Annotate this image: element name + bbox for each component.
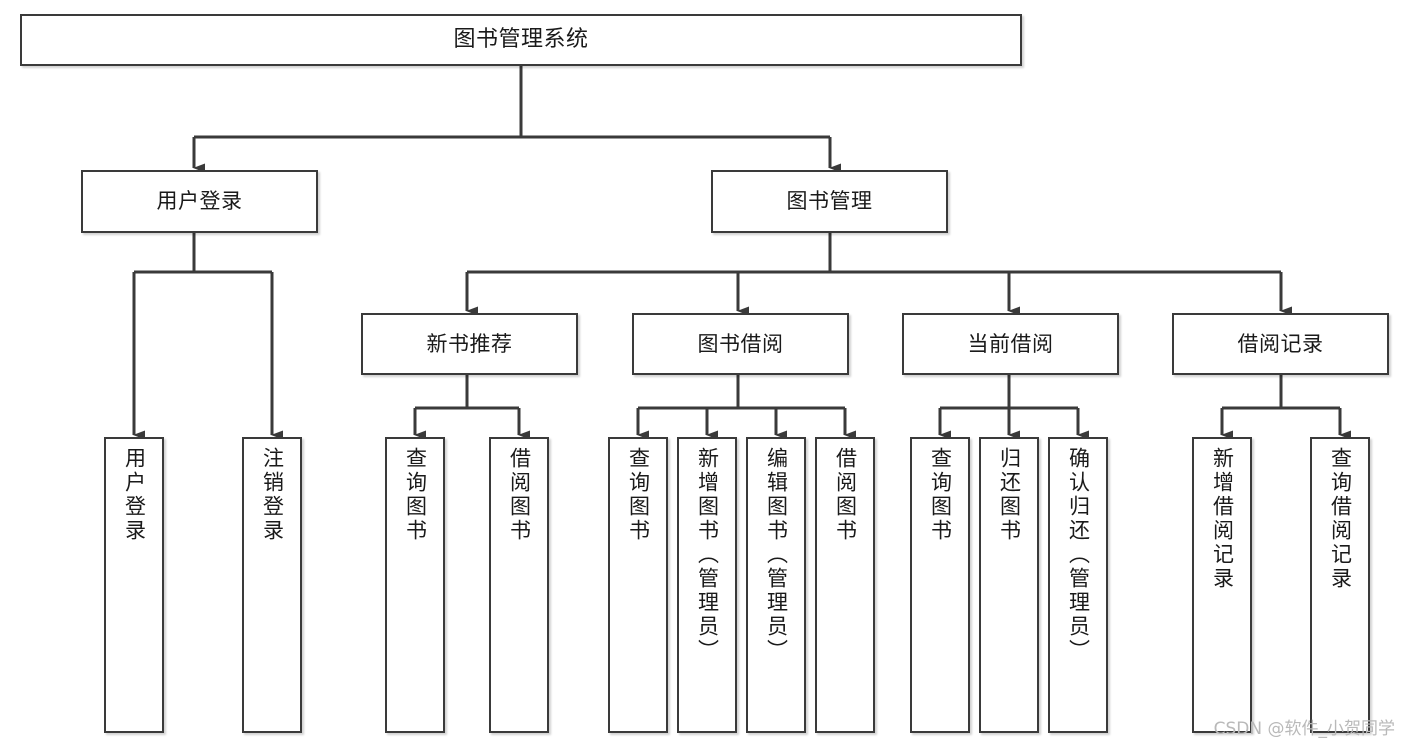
node-leaf-query-book-3-label: 查询图书 bbox=[928, 447, 953, 543]
node-leaf-borrow-book-2[interactable]: 借阅图书 bbox=[815, 437, 875, 733]
node-leaf-confirm-return-label: 确认归还（管理员） bbox=[1066, 447, 1091, 663]
node-leaf-confirm-return[interactable]: 确认归还（管理员） bbox=[1048, 437, 1108, 733]
node-leaf-query-record[interactable]: 查询借阅记录 bbox=[1310, 437, 1370, 733]
node-leaf-user-login-label: 用户登录 bbox=[122, 447, 147, 543]
node-leaf-add-record[interactable]: 新增借阅记录 bbox=[1192, 437, 1252, 733]
node-leaf-edit-book-label: 编辑图书（管理员） bbox=[764, 447, 789, 663]
node-leaf-add-record-label: 新增借阅记录 bbox=[1210, 447, 1235, 591]
node-user-login[interactable]: 用户登录 bbox=[81, 170, 318, 233]
node-book-borrow[interactable]: 图书借阅 bbox=[632, 313, 849, 375]
node-leaf-return-book[interactable]: 归还图书 bbox=[979, 437, 1039, 733]
node-book-manage[interactable]: 图书管理 bbox=[711, 170, 948, 233]
node-new-book-recommend[interactable]: 新书推荐 bbox=[361, 313, 578, 375]
node-root-label: 图书管理系统 bbox=[453, 27, 589, 53]
node-leaf-query-book-2-label: 查询图书 bbox=[626, 447, 651, 543]
node-leaf-add-book-label: 新增图书（管理员） bbox=[695, 447, 720, 663]
node-leaf-borrow-book-1-label: 借阅图书 bbox=[507, 447, 532, 543]
node-book-manage-label: 图书管理 bbox=[786, 189, 873, 214]
node-borrow-record-label: 借阅记录 bbox=[1237, 331, 1324, 356]
node-leaf-user-login[interactable]: 用户登录 bbox=[104, 437, 164, 733]
node-leaf-query-book-1[interactable]: 查询图书 bbox=[385, 437, 445, 733]
node-user-login-label: 用户登录 bbox=[156, 189, 243, 214]
node-leaf-user-logout[interactable]: 注销登录 bbox=[242, 437, 302, 733]
node-leaf-add-book[interactable]: 新增图书（管理员） bbox=[677, 437, 737, 733]
node-leaf-return-book-label: 归还图书 bbox=[997, 447, 1022, 543]
node-leaf-query-record-label: 查询借阅记录 bbox=[1328, 447, 1353, 591]
watermark-text: CSDN @软件_小贺同学 bbox=[1213, 719, 1395, 739]
node-book-borrow-label: 图书借阅 bbox=[697, 331, 784, 356]
node-leaf-query-book-3[interactable]: 查询图书 bbox=[910, 437, 970, 733]
node-leaf-user-logout-label: 注销登录 bbox=[260, 447, 285, 543]
node-current-borrow[interactable]: 当前借阅 bbox=[902, 313, 1119, 375]
node-leaf-borrow-book-2-label: 借阅图书 bbox=[833, 447, 858, 543]
node-root[interactable]: 图书管理系统 bbox=[20, 14, 1022, 66]
node-current-borrow-label: 当前借阅 bbox=[967, 331, 1054, 356]
node-new-book-recommend-label: 新书推荐 bbox=[426, 331, 513, 356]
node-leaf-edit-book[interactable]: 编辑图书（管理员） bbox=[746, 437, 806, 733]
node-borrow-record[interactable]: 借阅记录 bbox=[1172, 313, 1389, 375]
node-leaf-borrow-book-1[interactable]: 借阅图书 bbox=[489, 437, 549, 733]
node-leaf-query-book-1-label: 查询图书 bbox=[403, 447, 428, 543]
node-leaf-query-book-2[interactable]: 查询图书 bbox=[608, 437, 668, 733]
